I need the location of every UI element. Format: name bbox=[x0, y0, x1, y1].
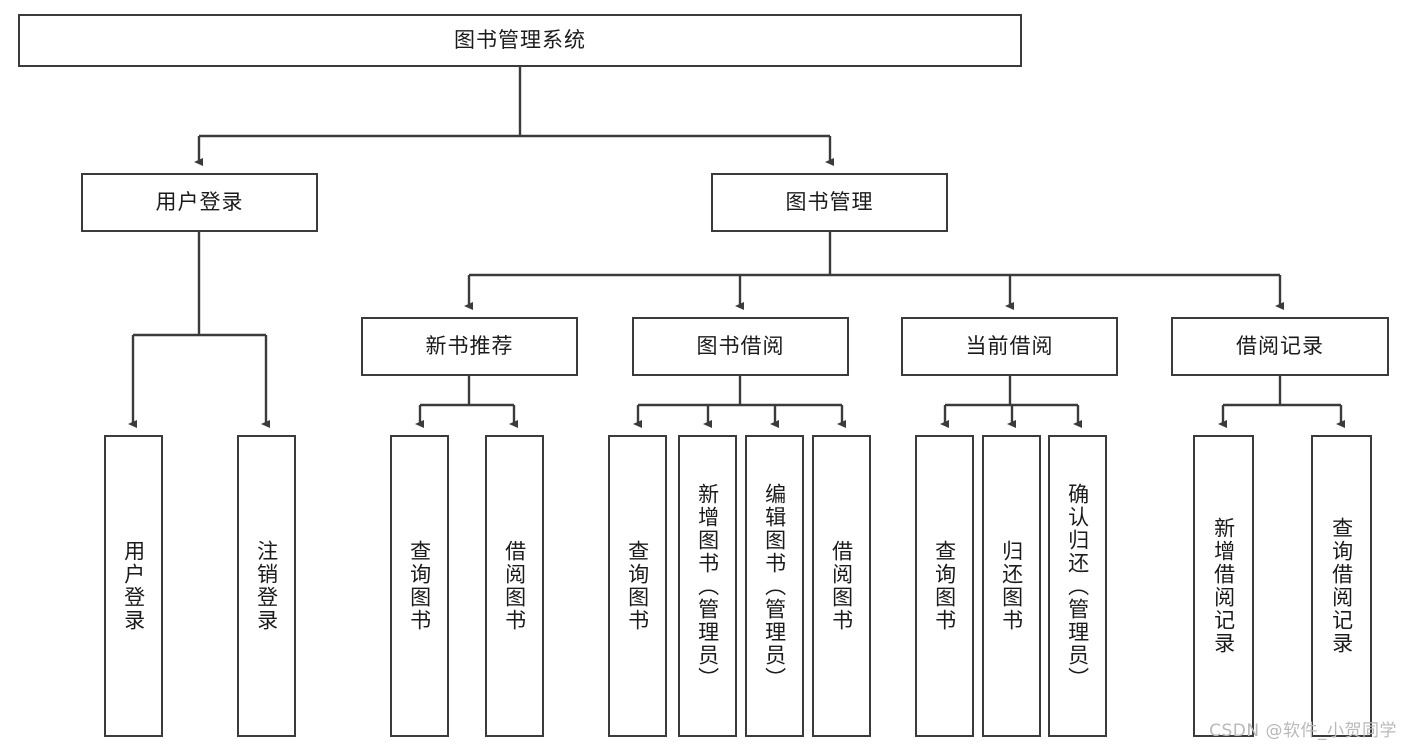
node-label: 图书借阅 bbox=[696, 333, 785, 358]
node-label: 注销登录 bbox=[254, 540, 279, 632]
node-label: 编辑图书（管理员） bbox=[762, 482, 787, 690]
leaf-borrow-record-query-record[interactable]: 查询借阅记录 bbox=[1311, 435, 1372, 737]
leaf-book-borrow-query-book[interactable]: 查询图书 bbox=[608, 435, 667, 737]
node-label: 确认归还（管理员） bbox=[1065, 482, 1090, 690]
leaf-current-borrow-query-book[interactable]: 查询图书 bbox=[915, 435, 974, 737]
node-root-book-management-system[interactable]: 图书管理系统 bbox=[18, 14, 1022, 67]
node-label: 借阅记录 bbox=[1236, 333, 1324, 358]
node-label: 借阅图书 bbox=[502, 540, 527, 632]
leaf-user-login-login[interactable]: 用户登录 bbox=[104, 435, 163, 737]
leaf-current-borrow-confirm-return-admin[interactable]: 确认归还（管理员） bbox=[1048, 435, 1107, 737]
node-label: 图书管理系统 bbox=[454, 27, 586, 52]
node-label: 用户登录 bbox=[155, 189, 244, 214]
node-label: 当前借阅 bbox=[965, 333, 1054, 358]
leaf-book-borrow-add-book-admin[interactable]: 新增图书（管理员） bbox=[678, 435, 737, 737]
leaf-book-borrow-borrow-book[interactable]: 借阅图书 bbox=[812, 435, 871, 737]
leaf-new-book-borrow-book[interactable]: 借阅图书 bbox=[485, 435, 544, 737]
leaf-new-book-query-book[interactable]: 查询图书 bbox=[390, 435, 449, 737]
node-user-login[interactable]: 用户登录 bbox=[81, 173, 318, 232]
node-borrow-record[interactable]: 借阅记录 bbox=[1171, 317, 1389, 376]
node-new-book-recommend[interactable]: 新书推荐 bbox=[361, 317, 578, 376]
leaf-user-login-logout[interactable]: 注销登录 bbox=[237, 435, 296, 737]
node-label: 用户登录 bbox=[121, 540, 146, 632]
node-book-borrow[interactable]: 图书借阅 bbox=[632, 317, 849, 376]
node-label: 查询借阅记录 bbox=[1329, 517, 1354, 655]
node-label: 借阅图书 bbox=[829, 540, 854, 632]
node-label: 图书管理 bbox=[785, 189, 874, 214]
leaf-current-borrow-return-book[interactable]: 归还图书 bbox=[982, 435, 1041, 737]
leaf-book-borrow-edit-book-admin[interactable]: 编辑图书（管理员） bbox=[745, 435, 804, 737]
node-label: 归还图书 bbox=[999, 540, 1024, 632]
node-current-borrow[interactable]: 当前借阅 bbox=[901, 317, 1118, 376]
node-label: 新增图书（管理员） bbox=[695, 482, 720, 690]
node-label: 查询图书 bbox=[407, 540, 432, 632]
leaf-borrow-record-add-record[interactable]: 新增借阅记录 bbox=[1193, 435, 1254, 737]
node-label: 查询图书 bbox=[625, 540, 650, 632]
csdn-watermark: CSDN @软件_小贺同学 bbox=[1209, 721, 1397, 741]
node-label: 新增借阅记录 bbox=[1211, 517, 1236, 655]
node-book-management[interactable]: 图书管理 bbox=[711, 173, 948, 232]
node-label: 新书推荐 bbox=[425, 333, 514, 358]
node-label: 查询图书 bbox=[932, 540, 957, 632]
